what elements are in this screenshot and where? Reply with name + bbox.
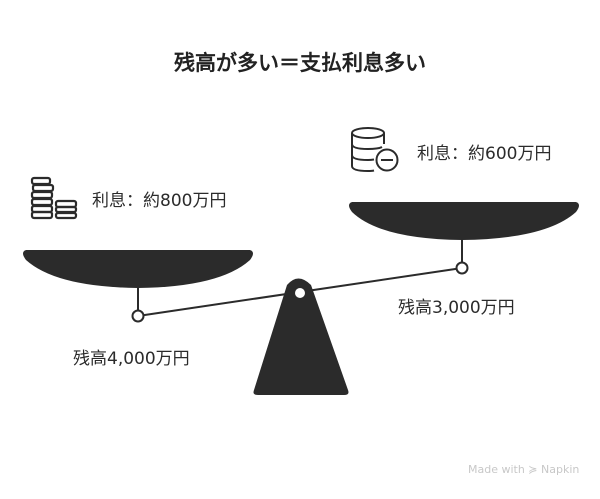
- right-interest-label: 利息：約600万円: [417, 144, 552, 164]
- right-pan: [349, 202, 579, 240]
- left-balance-label: 残高4,000万円: [73, 349, 190, 369]
- fulcrum: [253, 278, 349, 395]
- right-joint: [455, 261, 469, 275]
- napkin-watermark: Made with ≽ Napkin: [468, 463, 580, 476]
- left-interest-label: 利息：約800万円: [92, 191, 227, 211]
- database-minus-icon: [351, 127, 399, 173]
- left-pan: [23, 250, 253, 288]
- right-balance-label: 残高3,000万円: [398, 298, 515, 318]
- coin-stack-icon: [30, 176, 78, 220]
- left-joint: [131, 309, 145, 323]
- diagram-title: 残高が多い＝支払利息多い: [174, 51, 426, 75]
- pivot-hole: [295, 288, 305, 298]
